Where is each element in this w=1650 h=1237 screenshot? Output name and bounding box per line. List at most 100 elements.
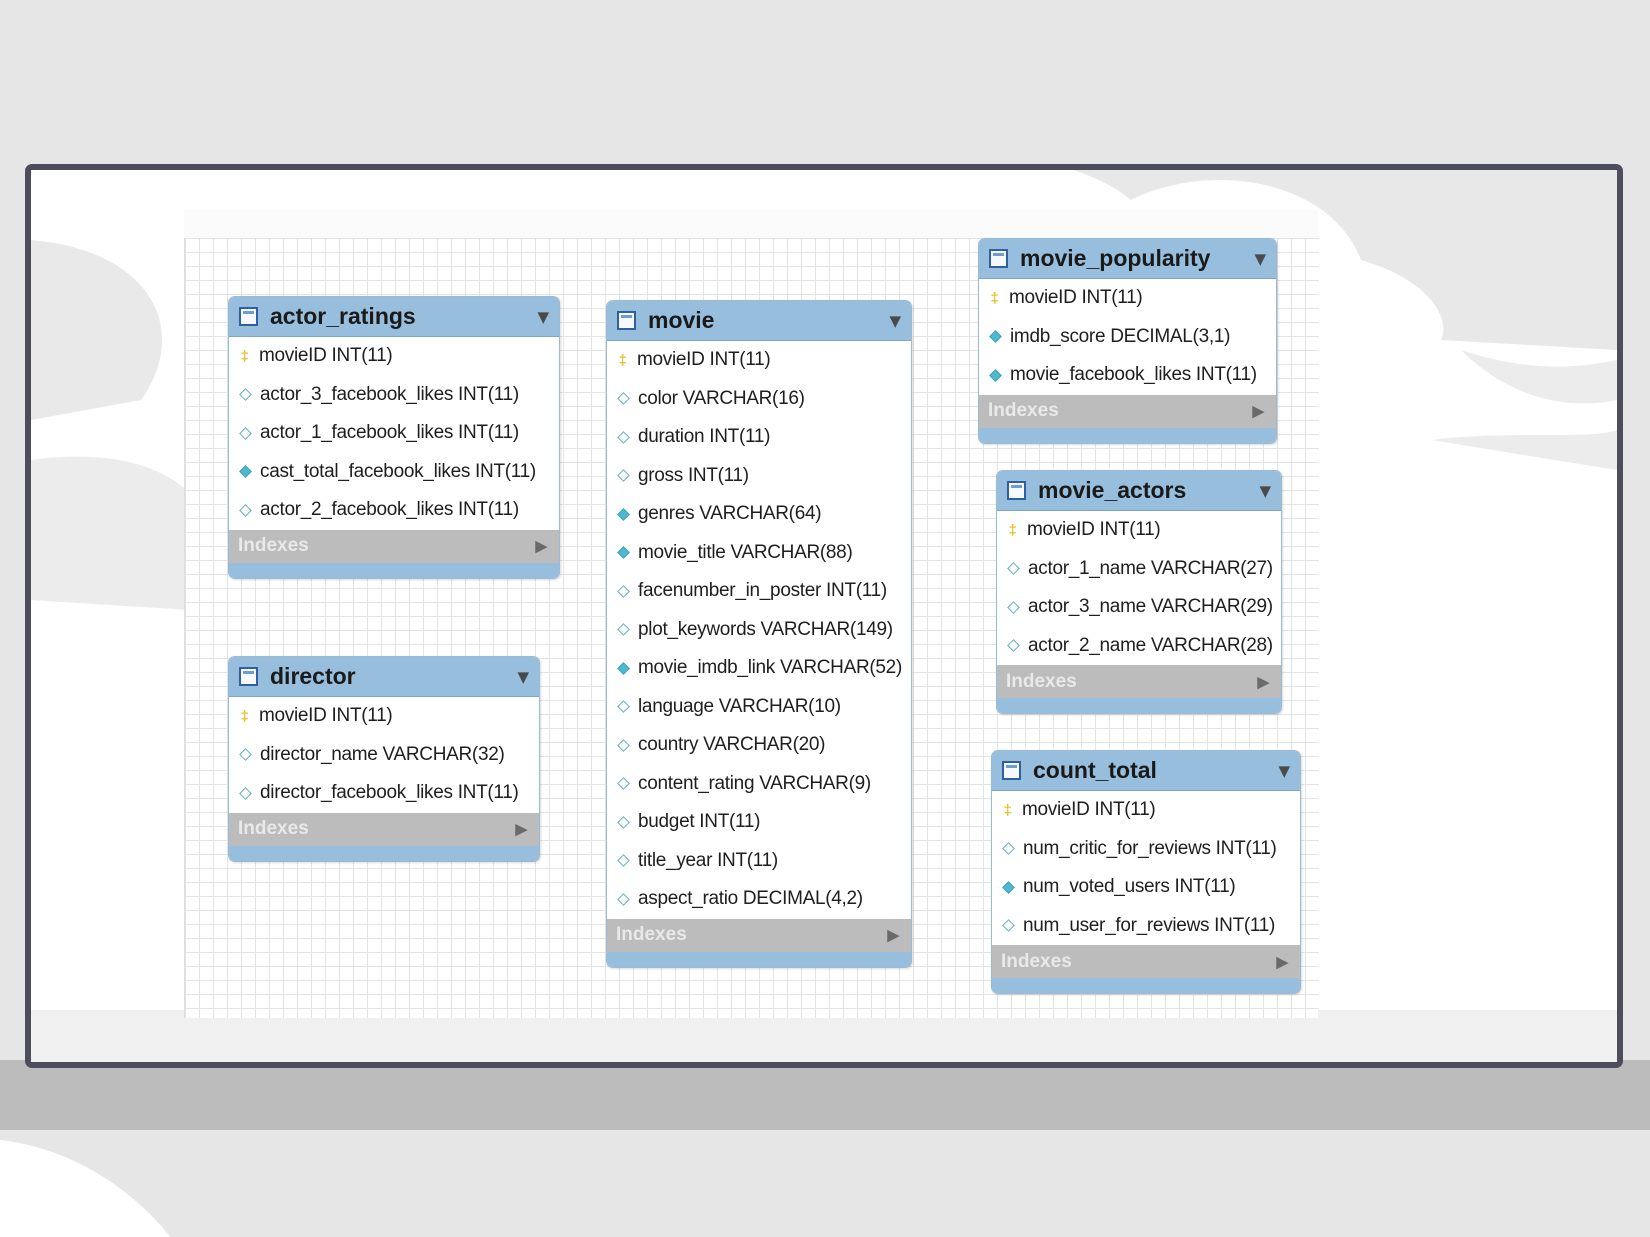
column-row[interactable]: actor_2_facebook_likes INT(11) [229,491,559,530]
column-row[interactable]: num_voted_users INT(11) [992,868,1300,907]
indexes-label: Indexes [988,400,1059,421]
table-count-total[interactable]: count_total▼‡movieID INT(11) num_critic_f… [991,750,1301,994]
collapse-arrow-icon[interactable]: ▼ [889,311,901,330]
column-row[interactable]: language VARCHAR(10) [607,688,911,727]
collapse-arrow-icon[interactable]: ▼ [517,667,529,686]
indexes-section[interactable]: Indexes ▶ [997,665,1281,698]
column-label: movieID INT(11) [1009,287,1143,309]
table-director[interactable]: director▼‡movieID INT(11) director_name V… [228,656,540,862]
column-row[interactable]: cast_total_facebook_likes INT(11) [229,453,559,492]
indexes-label: Indexes [1001,950,1072,972]
diamond-outline-icon [239,748,252,762]
column-row[interactable]: ‡movieID INT(11) [992,791,1300,830]
column-row[interactable]: actor_1_name VARCHAR(27) [997,550,1281,589]
column-label: actor_1_name VARCHAR(27) [1028,557,1273,579]
collapse-arrow-icon[interactable]: ▼ [537,307,549,326]
table-name: movie_actors [1038,477,1187,503]
table-footer [997,698,1281,713]
column-row[interactable]: duration INT(11) [607,418,911,457]
expand-arrow-icon[interactable]: ▶ [887,927,899,944]
column-label: director_name VARCHAR(32) [260,743,505,765]
column-row[interactable]: actor_3_facebook_likes INT(11) [229,376,559,415]
column-row[interactable]: actor_3_name VARCHAR(29) [997,588,1281,627]
indexes-section[interactable]: Indexes ▶ [229,812,539,846]
column-row[interactable]: title_year INT(11) [607,842,911,881]
column-row[interactable]: content_rating VARCHAR(9) [607,765,911,804]
key-icon: ‡ [240,347,249,365]
table-header[interactable]: movie▼ [607,301,911,341]
column-label: aspect_ratio DECIMAL(4,2) [638,888,863,910]
expand-arrow-icon[interactable]: ▶ [515,821,527,838]
indexes-section[interactable]: Indexes▶ [229,529,559,563]
expand-arrow-icon[interactable]: ▶ [1252,403,1264,420]
diamond-outline-icon [617,584,630,598]
column-row[interactable]: movie_title VARCHAR(88) [607,534,911,573]
indexes-label: Indexes [1006,670,1077,692]
diamond-outline-icon [617,469,630,483]
column-row[interactable]: movie_imdb_link VARCHAR(52) [607,649,911,688]
table-header[interactable]: actor_ratings▼ [229,297,559,337]
column-row[interactable]: ‡movieID INT(11) [979,279,1276,318]
column-row[interactable]: aspect_ratio DECIMAL(4,2) [607,880,911,919]
indexes-section[interactable]: Indexes ▶ [979,394,1276,428]
table-footer [979,427,1276,443]
column-row[interactable]: num_user_for_reviews INT(11) [992,907,1300,946]
column-label: language VARCHAR(10) [638,695,841,717]
collapse-arrow-icon[interactable]: ▼ [1254,249,1266,268]
column-label: imdb_score DECIMAL(3,1) [1010,325,1231,347]
column-row[interactable]: genres VARCHAR(64) [607,495,911,534]
table-header[interactable]: movie_popularity▼ [979,239,1276,279]
indexes-section[interactable]: Indexes ▶ [607,918,911,952]
diamond-outline-icon [1007,600,1020,614]
diamond-outline-icon [617,854,630,868]
indexes-label: Indexes [238,818,309,839]
collapse-arrow-icon[interactable]: ▼ [1278,761,1290,780]
column-label: facenumber_in_poster INT(11) [638,580,887,602]
indexes-section[interactable]: Indexes ▶ [992,945,1300,978]
column-label: content_rating VARCHAR(9) [638,772,871,794]
column-row[interactable]: ‡movieID INT(11) [997,511,1281,550]
diamond-outline-icon [617,892,630,906]
expand-arrow-icon[interactable]: ▶ [1257,673,1269,691]
column-row[interactable]: director_facebook_likes INT(11) [229,774,539,813]
column-row[interactable]: ‡movieID INT(11) [229,697,539,736]
indexes-label: Indexes [616,924,687,945]
diamond-outline-icon [617,623,630,637]
column-row[interactable]: actor_2_name VARCHAR(28) [997,627,1281,666]
column-row[interactable]: ‡movieID INT(11) [229,337,559,376]
expand-arrow-icon[interactable]: ▶ [1276,953,1288,971]
column-row[interactable]: color VARCHAR(16) [607,380,911,419]
column-row[interactable]: actor_1_facebook_likes INT(11) [229,414,559,453]
table-actor-ratings[interactable]: actor_ratings▼‡movieID INT(11)actor_3_fa… [228,296,560,579]
table-footer [992,978,1300,993]
diamond-outline-icon [1002,919,1015,933]
table-header[interactable]: count_total▼ [992,751,1300,791]
diamond-outline-icon [617,738,630,752]
column-row[interactable]: ‡movieID INT(11) [607,341,911,380]
column-row[interactable]: plot_keywords VARCHAR(149) [607,611,911,650]
diamond-outline-icon [239,503,252,517]
table-movie-actors[interactable]: movie_actors ▼ ‡movieID INT(11) actor_1_nam… [996,470,1282,714]
table-movie-popularity[interactable]: movie_popularity▼‡movieID INT(11) imdb_sc… [978,238,1277,444]
column-label: actor_2_facebook_likes INT(11) [260,499,519,521]
column-label: country VARCHAR(20) [638,734,826,756]
table-header[interactable]: director▼ [229,657,539,697]
column-label: num_critic_for_reviews INT(11) [1023,837,1277,859]
column-row[interactable]: director_name VARCHAR(32) [229,736,539,775]
column-label: cast_total_facebook_likes INT(11) [260,460,536,482]
collapse-arrow-icon[interactable]: ▼ [1259,481,1271,500]
column-row[interactable]: movie_facebook_likes INT(11) [979,356,1276,395]
expand-arrow-icon[interactable]: ▶ [535,538,547,555]
column-row[interactable]: gross INT(11) [607,457,911,496]
table-icon [617,311,636,330]
column-row[interactable]: num_critic_for_reviews INT(11) [992,830,1300,869]
table-movie[interactable]: movie▼‡movieID INT(11)color VARCHAR(16)d… [606,300,912,968]
column-label: movie_title VARCHAR(88) [638,541,853,563]
column-row[interactable]: facenumber_in_poster INT(11) [607,572,911,611]
diamond-filled-icon [239,465,252,479]
column-row[interactable]: budget INT(11) [607,803,911,842]
column-row[interactable]: imdb_score DECIMAL(3,1) [979,318,1276,357]
column-row[interactable]: country VARCHAR(20) [607,726,911,765]
diamond-outline-icon [617,815,630,829]
table-header[interactable]: movie_actors ▼ [997,471,1281,511]
